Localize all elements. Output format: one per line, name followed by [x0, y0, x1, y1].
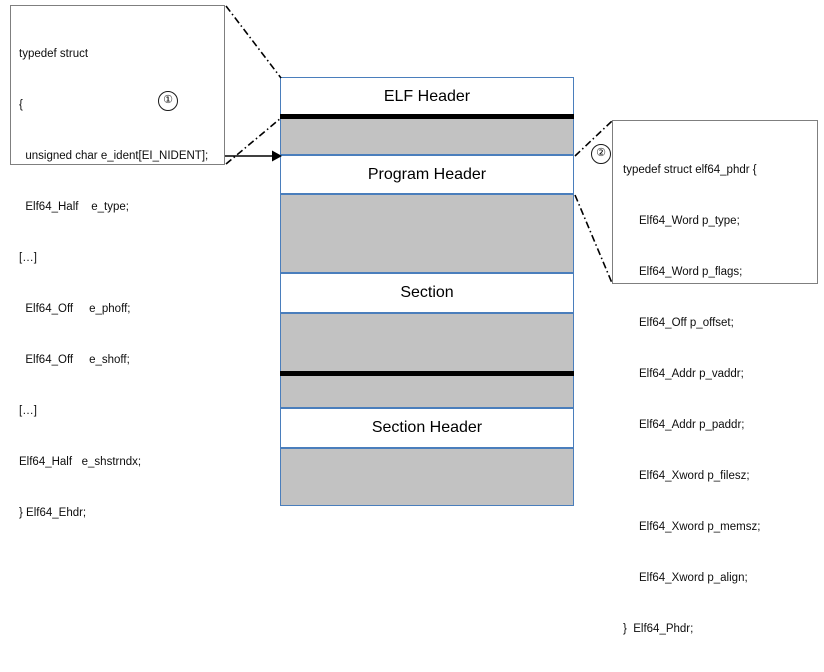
band-label: Section	[400, 284, 454, 301]
code-line: typedef struct elf64_phdr {	[623, 164, 757, 176]
code-line: {	[19, 99, 23, 111]
code-line: } Elf64_Phdr;	[623, 623, 694, 635]
code-line: Elf64_Half e_type;	[19, 201, 129, 213]
code-line: Elf64_Word p_type;	[623, 215, 740, 227]
diagram-canvas: ELF Header Program Header Section Sectio…	[10, 5, 818, 635]
divider-in-section-body	[280, 371, 574, 376]
code-line: Elf64_Half e_shstrndx;	[19, 456, 142, 468]
code-line: } Elf64_Ehdr;	[19, 507, 87, 519]
leader-line-ehdr-top	[225, 5, 282, 79]
callout-elf64-phdr: typedef struct elf64_phdr { Elf64_Word p…	[612, 120, 818, 635]
code-line: Elf64_Xword p_memsz;	[623, 521, 761, 533]
band-program-header: Program Header	[280, 155, 574, 194]
code-line: Elf64_Off p_offset;	[623, 317, 734, 329]
leader-line-phdr-bottom	[574, 194, 613, 284]
band-elf-header-body	[280, 115, 574, 155]
band-label: Section Header	[371, 419, 483, 436]
code-line: Elf64_Addr p_paddr;	[623, 419, 745, 431]
band-section-body	[280, 313, 574, 408]
code-line: Elf64_Off e_shoff;	[19, 354, 130, 366]
band-label: ELF Header	[383, 87, 471, 105]
band-program-header-body	[280, 194, 574, 273]
band-section-header: Section Header	[280, 408, 574, 448]
leader-line-ehdr-bottom	[225, 117, 282, 165]
elf-file-layout-stack: ELF Header Program Header Section Sectio…	[280, 77, 574, 506]
code-line: Elf64_Addr p_vaddr;	[623, 368, 744, 380]
band-section-header-body	[280, 448, 574, 506]
code-line: […]	[19, 252, 37, 264]
divider-after-elf-header	[280, 114, 574, 119]
code-line: Elf64_Off e_phoff;	[19, 303, 131, 315]
code-line: unsigned char e_ident[EI_NIDENT];	[19, 150, 209, 162]
marker-two-circle: ②	[591, 144, 611, 164]
code-line: […]	[19, 405, 37, 417]
band-label: Program Header	[367, 165, 487, 183]
code-line: typedef struct	[19, 48, 89, 60]
band-elf-header: ELF Header	[280, 77, 574, 116]
code-line: Elf64_Xword p_align;	[623, 572, 748, 584]
callout-elf64-ehdr: typedef struct { unsigned char e_ident[E…	[10, 5, 225, 519]
code-line: Elf64_Word p_flags;	[623, 266, 743, 278]
code-line: Elf64_Xword p_filesz;	[623, 470, 750, 482]
band-section: Section	[280, 273, 574, 313]
marker-one-circle: ①	[158, 91, 178, 111]
